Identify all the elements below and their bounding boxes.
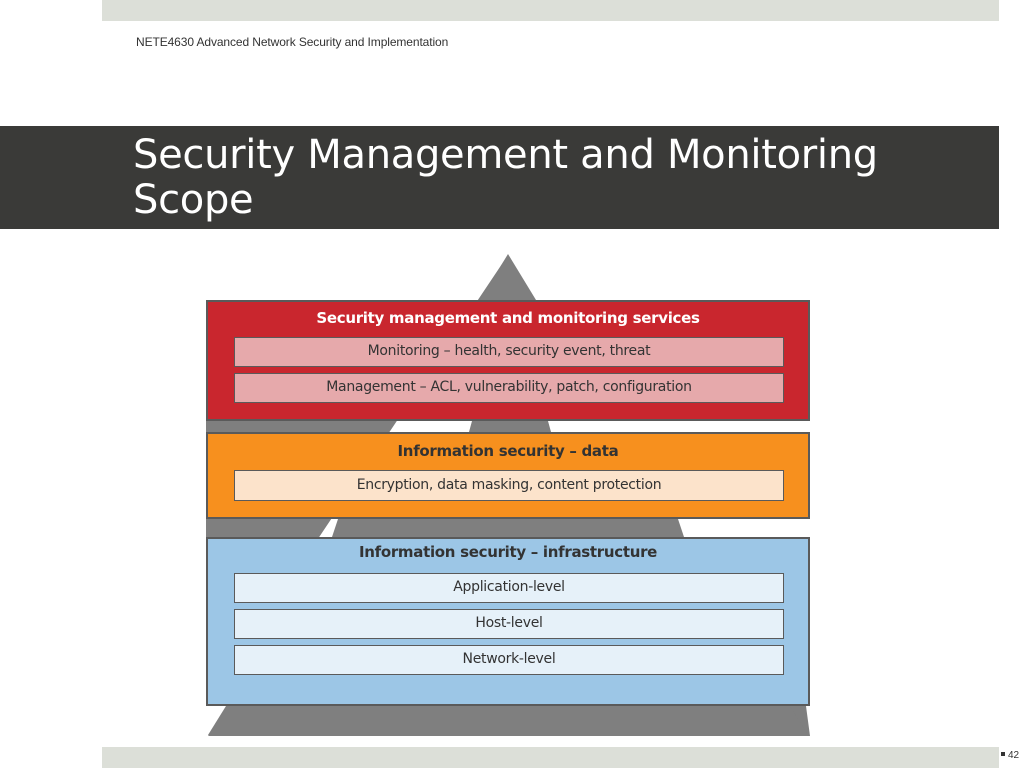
layer-security-management: Security management and monitoring servi… xyxy=(206,300,810,421)
bottom-decorative-bar xyxy=(102,747,999,768)
bullet-icon xyxy=(1001,752,1005,757)
pyramid-base xyxy=(208,706,808,735)
top-decorative-bar xyxy=(102,0,999,21)
layer-heading: Information security – infrastructure xyxy=(358,543,658,561)
layer-item-host-level: Host-level xyxy=(234,609,784,639)
layer-item-monitoring: Monitoring – health, security event, thr… xyxy=(234,337,784,367)
pyramid-segment-1 xyxy=(469,421,551,432)
pyramid-segment-2 xyxy=(332,519,684,537)
course-header: NETE4630 Advanced Network Security and I… xyxy=(136,35,449,49)
layer-item-encryption: Encryption, data masking, content protec… xyxy=(234,470,784,501)
layer-item-application-level: Application-level xyxy=(234,573,784,603)
layer-information-security-data: Information security – data Encryption, … xyxy=(206,432,810,519)
pyramid-apex xyxy=(480,254,536,300)
layer-item-management: Management – ACL, vulnerability, patch, … xyxy=(234,373,784,403)
layer-information-security-infrastructure: Information security – infrastructure Ap… xyxy=(206,537,810,706)
layer-item-network-level: Network-level xyxy=(234,645,784,675)
page-number: 42 xyxy=(1001,750,1019,761)
layer-heading: Security management and monitoring servi… xyxy=(316,309,700,327)
title-band xyxy=(0,126,999,229)
slide-title: Security Management and Monitoring Scope xyxy=(133,132,878,223)
layer-heading: Information security – data xyxy=(397,442,619,460)
page-number-text: 42 xyxy=(1008,750,1020,761)
